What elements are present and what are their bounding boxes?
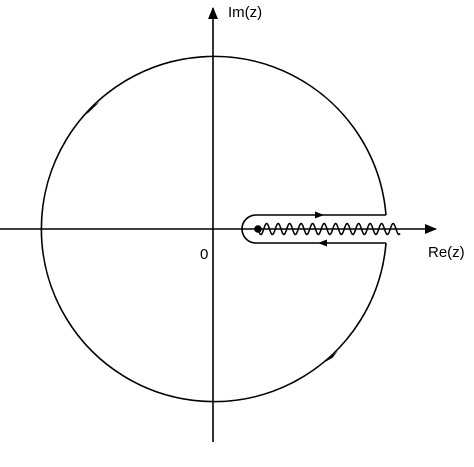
arrow-upper-left-arc <box>86 102 100 115</box>
origin-label: 0 <box>200 246 208 263</box>
branch-cut-wavy-line <box>257 222 401 236</box>
arrow-lower-right-arc <box>324 350 338 363</box>
small-indent-arc <box>241 214 257 244</box>
real-axis-label: Re(z) <box>428 244 465 261</box>
arrow-lower-cut-edge <box>318 239 327 247</box>
outer-circle-arc <box>40 55 387 403</box>
imaginary-axis-label: Im(z) <box>228 4 262 21</box>
branch-point <box>254 225 262 233</box>
arrow-upper-cut-edge <box>315 211 324 219</box>
